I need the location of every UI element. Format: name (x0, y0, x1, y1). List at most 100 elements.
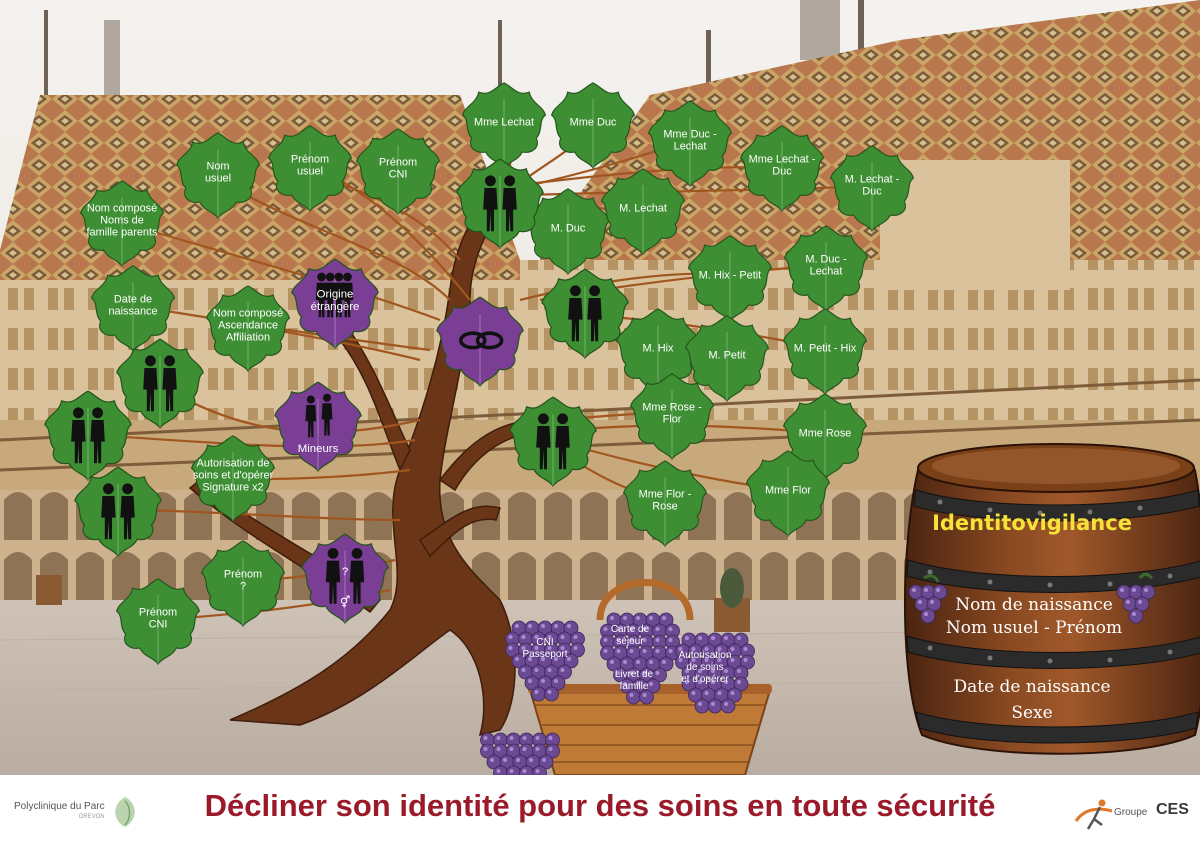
barrel-line-sexe: Sexe (1011, 703, 1052, 723)
barrel: Identitovigilance Nom de naissance Nom u… (903, 443, 1200, 755)
leaf-label: Prénom (291, 153, 329, 165)
leaf-label: Mineurs (298, 443, 339, 455)
polyclinique-logo: Polyclinique du Parc DREVON (14, 795, 139, 829)
grape-icon (531, 686, 546, 702)
leaf-mme-lechat-duc: Mme Lechat -Duc (740, 125, 824, 212)
leaf-couple-left-a (116, 338, 204, 429)
barrel-line-nom-naissance: Nom de naissance (955, 595, 1113, 615)
leaf-label: Rose (652, 500, 677, 512)
leaf-label: Noms de (100, 214, 144, 226)
grape-label-cni-passeport: CNI (536, 637, 553, 648)
grape-label-autorisation: et d'opérer (681, 674, 729, 685)
footer (0, 775, 1200, 847)
leaf-couple-left-b (44, 390, 132, 481)
page-title: Décliner son identité pour des soins en … (204, 788, 996, 823)
grape-label-autorisation: de soins (686, 662, 723, 673)
leaf-logo-icon (114, 797, 135, 827)
leaf-mme-rose: Mme Rose (783, 393, 867, 480)
leaf-label: Signature x2 (202, 482, 263, 494)
leaf-label: Duc (772, 165, 792, 177)
leaf-label: famille parents (87, 227, 158, 239)
leaf-label: Affiliation (226, 332, 270, 344)
leaf-couple-mid (541, 268, 629, 359)
leaf-m-lechat: M. Lechat (601, 168, 685, 255)
grape-label-cni-passeport: Passeport (522, 649, 567, 660)
leaf-label: usuel (297, 165, 323, 177)
leaf-label: Nom (206, 160, 229, 172)
groupe-ces-logo: Groupe CES (1072, 795, 1190, 835)
leaf-alliances (436, 296, 524, 387)
leaf-label: M. Duc - (805, 253, 847, 265)
leaf-label: Mme Rose - (642, 401, 702, 413)
leaf-label: Nom composé (87, 202, 157, 214)
barrel-line-date-naissance: Date de naissance (953, 677, 1110, 697)
leaf-label: soins et d'opérer (193, 469, 274, 481)
grape-icon (639, 689, 654, 705)
leaf-genre-question: ?⚥ (301, 533, 389, 624)
leaf-label: M. Hix (643, 342, 674, 354)
leaf-label: ? (342, 566, 348, 578)
leaf-label: Autorisation de (197, 457, 270, 469)
leaf-label: M. Duc (551, 222, 586, 234)
leaf-label: Lechat (810, 265, 843, 277)
leaf-label: Nom composé (213, 307, 283, 319)
leaf-label: Lechat (674, 140, 707, 152)
gender-symbol-icon: ⚥ (340, 595, 350, 609)
leaf-label: CNI (149, 618, 168, 630)
leaf-label: ? (240, 580, 246, 592)
barrel-grape-left (908, 574, 948, 624)
grape-label-livret-famille: famille (620, 681, 649, 692)
leaf-mineurs: Mineurs (274, 381, 362, 472)
leaf-label: M. Petit (709, 349, 746, 361)
wedding-rings-icon (458, 331, 504, 350)
leaf-mme-flor-rose: Mme Flor -Rose (623, 460, 707, 547)
leaf-mme-rose-flor: Mme Rose -Flor (630, 373, 714, 460)
leaf-m-duc: M. Duc (526, 188, 610, 275)
leaf-m-lechat-duc: M. Lechat -Duc (830, 145, 914, 232)
leaf-label: Mme Lechat - (749, 153, 816, 165)
polyclinique-name: Polyclinique du Parc (14, 801, 105, 812)
leaf-label: Mme Rose (799, 427, 852, 439)
leaf-label: Origine (317, 288, 354, 300)
grape-icon (720, 698, 736, 714)
barrel-line-nom-usuel: Nom usuel - Prénom (946, 618, 1122, 638)
grape-label-carte-sejour: Carte de (611, 624, 650, 635)
leaf-label: Mme Duc - (663, 128, 717, 140)
leaf-label: Mme Flor (765, 484, 811, 496)
leaf-m-petit-hix: M. Petit - Hix (783, 308, 867, 395)
groupe-label: Groupe (1114, 807, 1148, 818)
leaf-label: naissance (108, 305, 157, 317)
leaf-label: Flor (663, 413, 682, 425)
leaf-label: Ascendance (218, 319, 278, 331)
leaf-label: M. Lechat (619, 202, 667, 214)
leaf-label: usuel (205, 172, 231, 184)
grape-label-livret-famille: Livret de (615, 669, 654, 680)
grape-label-autorisation: Autorisation (679, 650, 732, 661)
leaf-label: Prénom (379, 156, 417, 168)
grape-icon (544, 686, 559, 702)
leaf-label: M. Petit - Hix (794, 342, 857, 354)
leaf-m-duc-lechat: M. Duc -Lechat (784, 225, 868, 312)
leaf-couple-top (456, 158, 544, 249)
leaf-label: Date de (114, 293, 152, 305)
runner-logo-icon (1074, 799, 1113, 830)
leaf-label: Mme Lechat (474, 116, 534, 128)
barrel-title: Identitovigilance (932, 511, 1132, 535)
leaf-mme-duc: Mme Duc (551, 82, 635, 169)
leaf-label: Prénom (224, 568, 262, 580)
leaf-label: Mme Flor - (639, 488, 692, 500)
grape-icon (626, 689, 641, 705)
leaf-label: M. Hix - Petit (699, 269, 761, 281)
leaf-mme-duc-lechat: Mme Duc -Lechat (648, 100, 732, 187)
leaf-couple-low (509, 396, 597, 487)
grape-icon (694, 698, 710, 714)
leaf-label: M. Lechat - (845, 173, 900, 185)
